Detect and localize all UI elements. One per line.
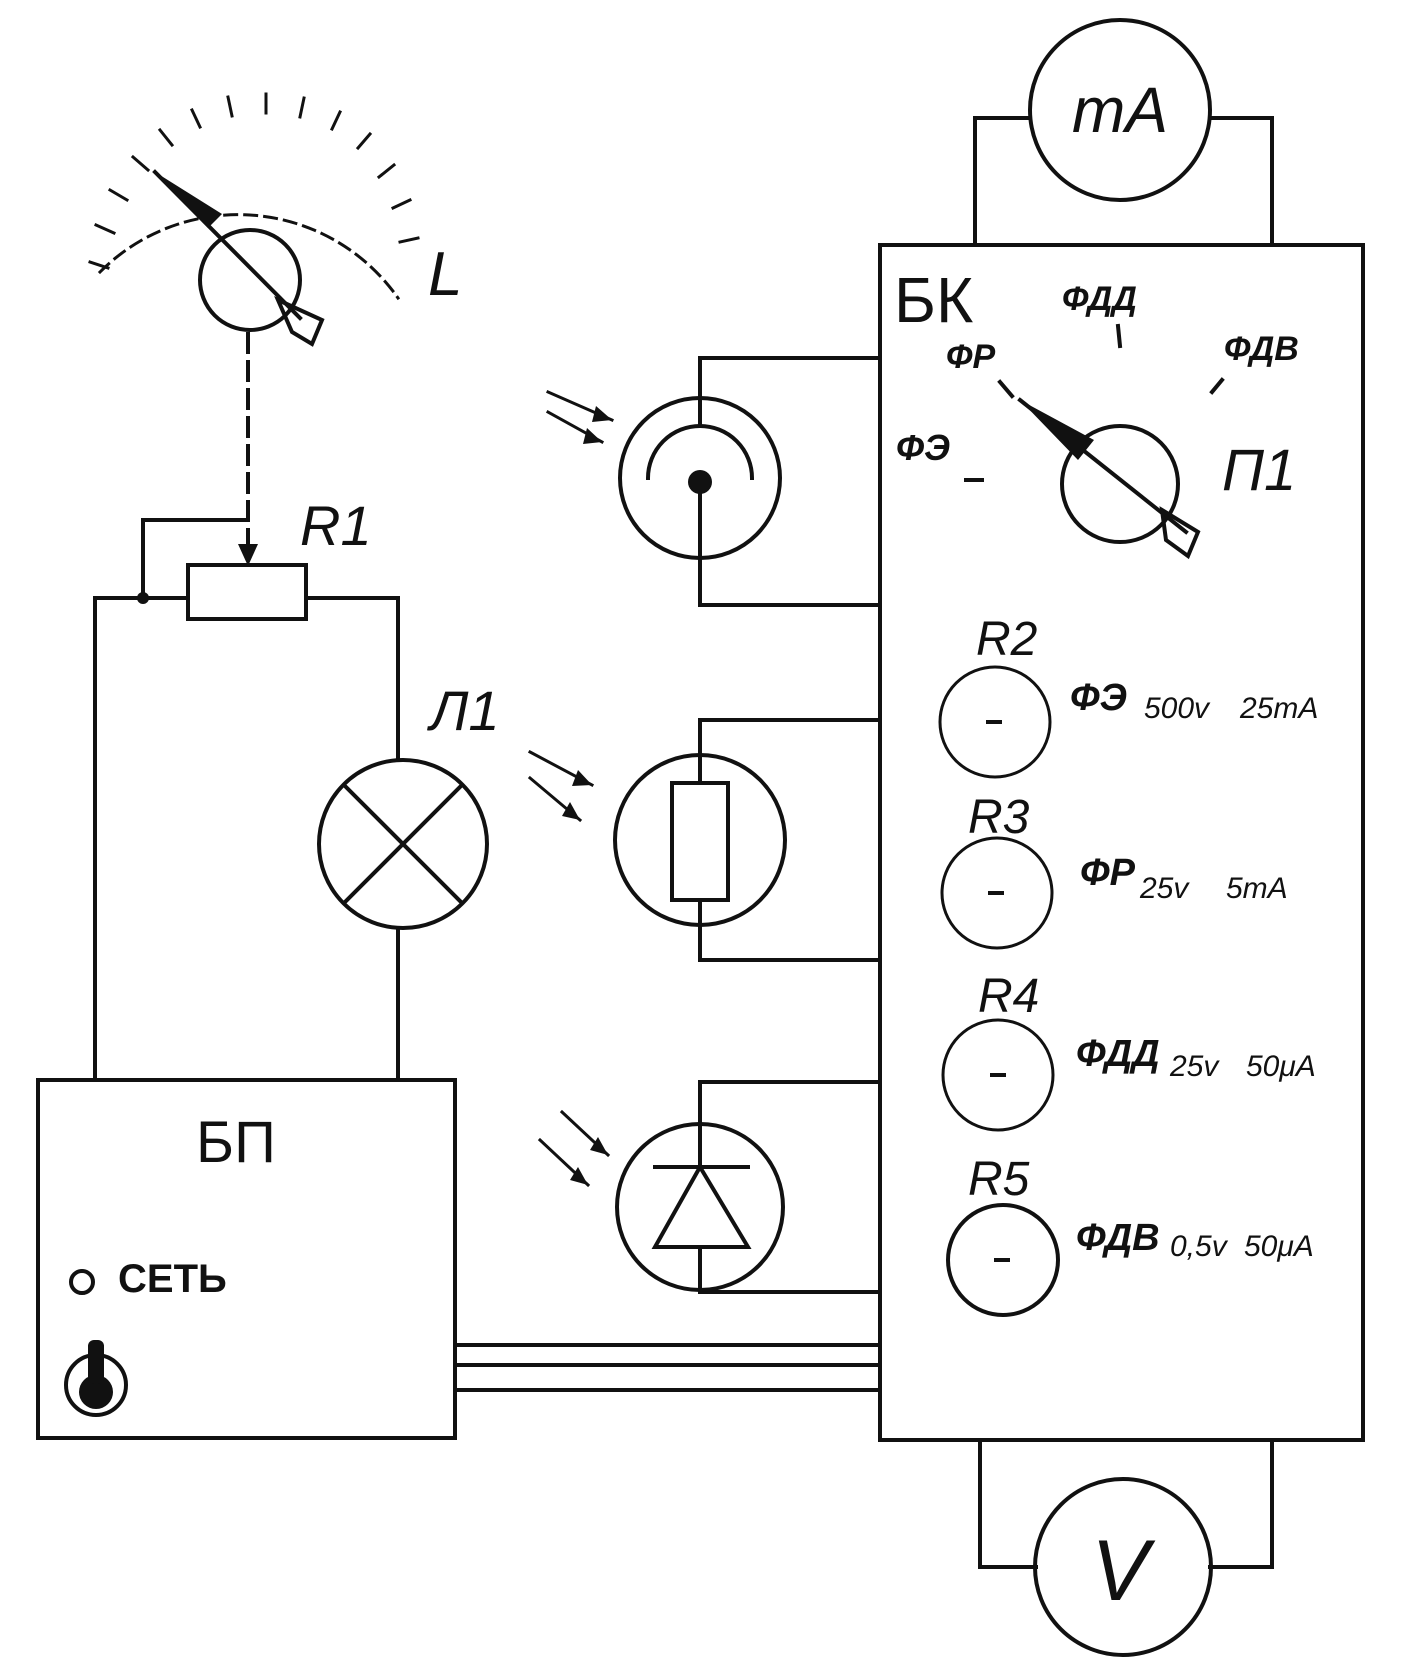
photoresistor [613,718,882,962]
trim-resistor-r3[interactable] [940,836,1054,950]
selector-pos-fdv: ФДВ [1224,330,1299,368]
wire-left [93,596,190,1082]
trim-resistor-name: R2 [976,613,1037,666]
trim-resistor-r4[interactable] [941,1018,1055,1132]
selector-label-p1: П1 [1222,438,1296,503]
switch-block-label: БК [894,264,973,336]
selector-pos-fe: ФЭ [896,427,950,468]
light-rays-icon [527,749,595,823]
resistor-r1 [186,563,308,621]
wire-v-right [1208,1438,1274,1569]
trim-resistor-name: R5 [968,1153,1030,1206]
wire-ma-left [973,116,1032,247]
network-label: СЕТЬ [118,1257,227,1301]
selector-pos-fr: ФР [946,338,996,376]
resistor-r1-label: R1 [300,494,372,557]
dial-scale [88,92,420,301]
dial-knob[interactable] [152,169,325,347]
indicator-lamp-icon [69,1269,95,1295]
dial-label-l: L [428,240,462,309]
lamp-l1 [317,758,489,930]
toggle-switch[interactable] [64,1340,128,1417]
trim-resistor-r5[interactable] [946,1203,1060,1317]
light-rays-icon [537,1109,611,1188]
trim-resistor-current: 50μA [1246,1050,1316,1083]
photodiode [615,1080,882,1294]
milliammeter [1028,18,1212,202]
trim-resistor-r2[interactable] [938,665,1052,779]
voltmeter-label: V [1091,1523,1156,1619]
trim-resistor-voltage: 25v [1169,1050,1220,1083]
lamp-l1-label: Л1 [427,679,500,742]
arrow-head-icon [238,544,258,566]
trim-resistor-voltage: 500v [1144,692,1211,725]
trim-resistor-name: R4 [978,970,1039,1023]
trim-resistor-device: ФЭ [1070,677,1127,719]
trim-resistor-device: ФДВ [1076,1217,1160,1259]
voltmeter [1033,1477,1213,1657]
trim-resistor-current: 5mA [1226,872,1288,905]
photocell [618,356,882,607]
selector-knob-p1[interactable] [1017,397,1201,560]
trim-resistor-voltage: 25v [1139,872,1190,905]
wire-v-left [978,1438,1038,1569]
trim-resistor-device: ФДД [1076,1033,1160,1075]
wire-r1-lamp [304,596,400,762]
trim-resistor-name: R3 [968,791,1030,844]
milliammeter-label: mA [1072,74,1168,146]
selector-mark [1209,377,1225,395]
power-block [36,1078,457,1440]
selector-mark [997,379,1015,399]
dial-ticks [88,92,420,270]
light-rays-icon [545,390,614,445]
selector-mark [1115,323,1123,349]
selector-pos-fdd: ФДД [1062,280,1137,318]
trim-resistor-current: 50μA [1244,1230,1314,1263]
trim-resistor-device: ФР [1080,852,1136,894]
wire-r1-bypass [141,518,250,602]
power-block-label: БП [196,1110,276,1175]
wire-ma-right [1210,116,1274,247]
trim-resistor-voltage: 0,5v [1170,1230,1229,1263]
trim-resistor-current: 25mA [1239,692,1318,725]
switch-block [878,243,1365,1442]
